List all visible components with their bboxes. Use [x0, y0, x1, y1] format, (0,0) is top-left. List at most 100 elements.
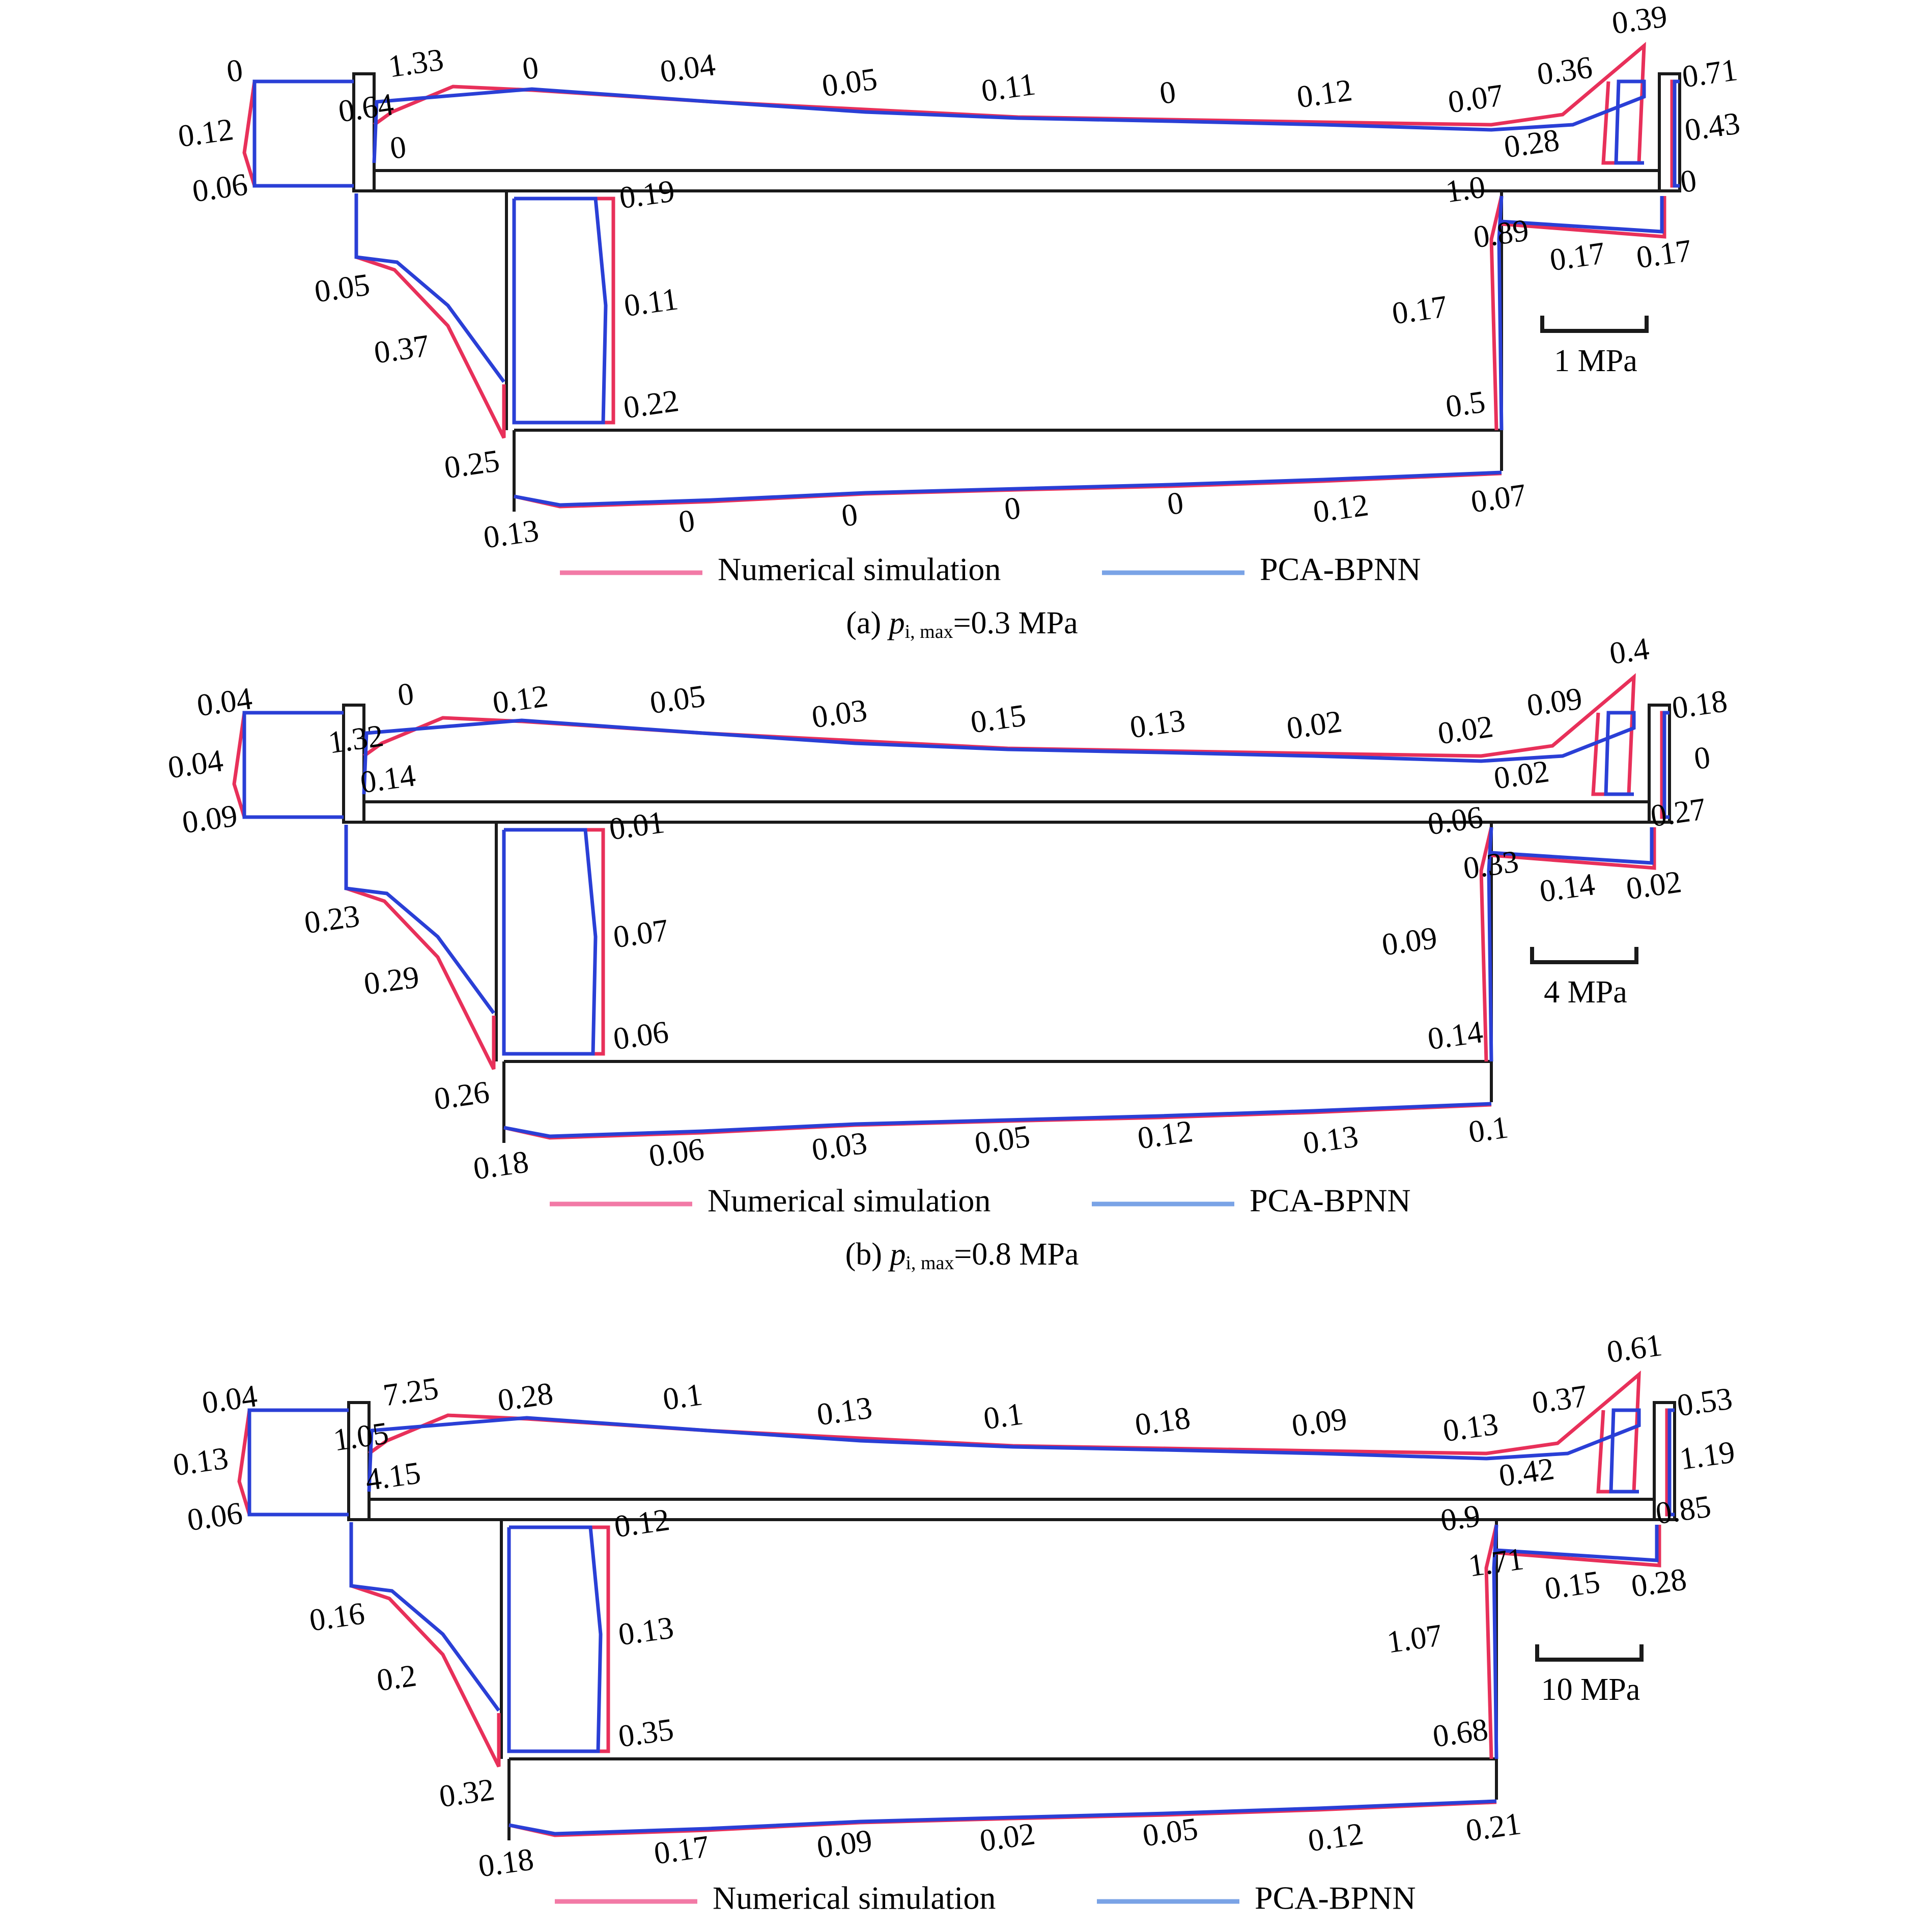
value-label-m3: 0.22 — [621, 383, 681, 425]
value-label-rb1: 0.17 — [1548, 236, 1607, 277]
value-label-ri1: 0.9 — [1438, 1498, 1482, 1538]
scale-bar — [1535, 1644, 1644, 1662]
value-label-l1: 0.04 — [195, 681, 254, 723]
value-label-t8: 0.09 — [1525, 681, 1585, 723]
value-label-b7: 0.07 — [1469, 478, 1529, 519]
value-label-b2: 0.17 — [652, 1829, 712, 1871]
value-label-t5: 0.13 — [1128, 703, 1187, 745]
left-block-pca — [242, 711, 344, 819]
panel-caption: (a) pi, max=0.3 MPa — [846, 606, 1078, 642]
value-label-b4: 0.05 — [973, 1119, 1032, 1161]
value-label-r4: 0.42 — [1497, 1451, 1557, 1493]
value-label-m1: 0.01 — [607, 805, 667, 847]
value-label-r4: 0.28 — [1502, 123, 1562, 164]
value-label-t2: 0.05 — [648, 679, 708, 720]
value-label-m2: 0.11 — [622, 282, 681, 323]
value-label-l6: 0 — [388, 129, 408, 166]
scale-bar — [1530, 947, 1638, 964]
value-label-l2: 0.04 — [166, 743, 225, 785]
value-label-ri4: 0.5 — [1444, 384, 1487, 424]
legend-label-pca: PCA-BPNN — [1260, 551, 1421, 587]
scale-label: 1 MPa — [1554, 344, 1637, 378]
value-label-ri4: 0.68 — [1431, 1712, 1490, 1754]
value-label-rb2: 0.02 — [1624, 864, 1684, 906]
value-label-b7: 0.21 — [1464, 1806, 1523, 1848]
value-label-b1: 0.18 — [476, 1842, 536, 1884]
right-wall-pca — [1492, 1524, 1498, 1759]
value-label-b4: 0.02 — [978, 1816, 1037, 1858]
value-label-m1: 0.12 — [612, 1502, 672, 1544]
legend-label-numerical: Numerical simulation — [713, 1880, 996, 1916]
legend-label-pca: PCA-BPNN — [1250, 1183, 1411, 1219]
value-label-l1: 0 — [224, 52, 245, 89]
value-label-m3: 0.35 — [616, 1712, 676, 1754]
left-wall-numerical — [349, 1522, 501, 1768]
value-label-l3: 0.09 — [180, 798, 240, 840]
value-label-rb2: 0.17 — [1634, 233, 1694, 275]
top-profile-pca — [367, 1408, 1641, 1494]
value-label-ri2: 0.89 — [1472, 213, 1531, 255]
value-label-r1: 0.71 — [1680, 52, 1740, 94]
value-label-ri3: 1.07 — [1385, 1618, 1445, 1660]
value-label-t9: 0.61 — [1605, 1328, 1664, 1369]
value-label-ri2: 1.71 — [1466, 1542, 1526, 1583]
value-label-w1: 0.16 — [307, 1596, 367, 1638]
value-label-r3: 0 — [1678, 163, 1699, 200]
value-label-t8: 0.37 — [1530, 1379, 1590, 1420]
inner-box-pca — [502, 828, 598, 1056]
value-label-r4: 0.02 — [1492, 754, 1551, 796]
left-wall-pca — [344, 825, 495, 1015]
bottom-profile-pca — [503, 1102, 1492, 1138]
right-wall-top — [1658, 72, 1681, 192]
value-label-w3: 0.32 — [437, 1772, 497, 1814]
value-label-b4: 0 — [1002, 490, 1023, 527]
value-label-t3: 0.03 — [810, 693, 869, 735]
value-label-r2: 1.19 — [1678, 1435, 1737, 1476]
value-label-b5: 0.05 — [1141, 1811, 1200, 1853]
value-label-b6: 0.13 — [1301, 1119, 1361, 1161]
structure-left-step — [349, 1518, 503, 1759]
inner-box-pca — [512, 197, 608, 425]
value-label-l2: 0.13 — [171, 1441, 231, 1482]
value-label-w3: 0.26 — [432, 1075, 492, 1116]
value-label-l2: 0.12 — [176, 112, 236, 154]
value-label-m1: 0.19 — [617, 174, 677, 215]
value-label-l3: 0.06 — [190, 167, 250, 209]
right-exterior-pca — [1667, 1408, 1675, 1517]
structure-left-step — [344, 821, 498, 1061]
right-bracket-pca — [1501, 196, 1664, 234]
value-label-l4: 0 — [395, 676, 416, 713]
value-label-t1: 0.28 — [496, 1376, 555, 1418]
top-profile-pca — [372, 79, 1646, 165]
left-block-pca — [247, 1408, 349, 1517]
value-label-r3: 0.27 — [1649, 792, 1708, 833]
right-wall-numerical — [1489, 195, 1504, 431]
right-bracket-pca — [1491, 827, 1654, 865]
value-label-w1: 0.23 — [302, 899, 362, 940]
value-label-r1: 0.18 — [1670, 684, 1730, 725]
value-label-t8: 0.36 — [1535, 50, 1595, 92]
value-label-m2: 0.13 — [616, 1610, 676, 1652]
right-wall-pca — [1497, 195, 1504, 431]
value-label-b6: 0.12 — [1306, 1816, 1366, 1858]
value-label-rb2: 0.28 — [1629, 1562, 1689, 1604]
value-label-r3: 0.85 — [1654, 1489, 1713, 1531]
value-label-t5: 0.18 — [1133, 1401, 1193, 1442]
bottom-profile-pca — [514, 470, 1502, 507]
value-label-rb1: 0.14 — [1538, 867, 1597, 909]
value-label-l6: 4.15 — [363, 1455, 423, 1497]
right-wall-numerical — [1484, 1524, 1498, 1759]
value-label-t9: 0.39 — [1610, 0, 1670, 41]
value-label-ri3: 0.17 — [1390, 289, 1450, 331]
left-wall-pca — [354, 193, 505, 383]
left-block-pca — [252, 79, 354, 188]
value-label-m3: 0.06 — [611, 1015, 671, 1056]
value-label-l5: 1.05 — [331, 1416, 391, 1458]
value-label-t4: 0.1 — [981, 1396, 1025, 1436]
value-label-b1: 0.13 — [482, 513, 541, 555]
bottom-profile-pca — [508, 1799, 1497, 1836]
value-label-t2: 0.1 — [661, 1377, 704, 1417]
value-label-l5: 0.64 — [336, 87, 396, 129]
